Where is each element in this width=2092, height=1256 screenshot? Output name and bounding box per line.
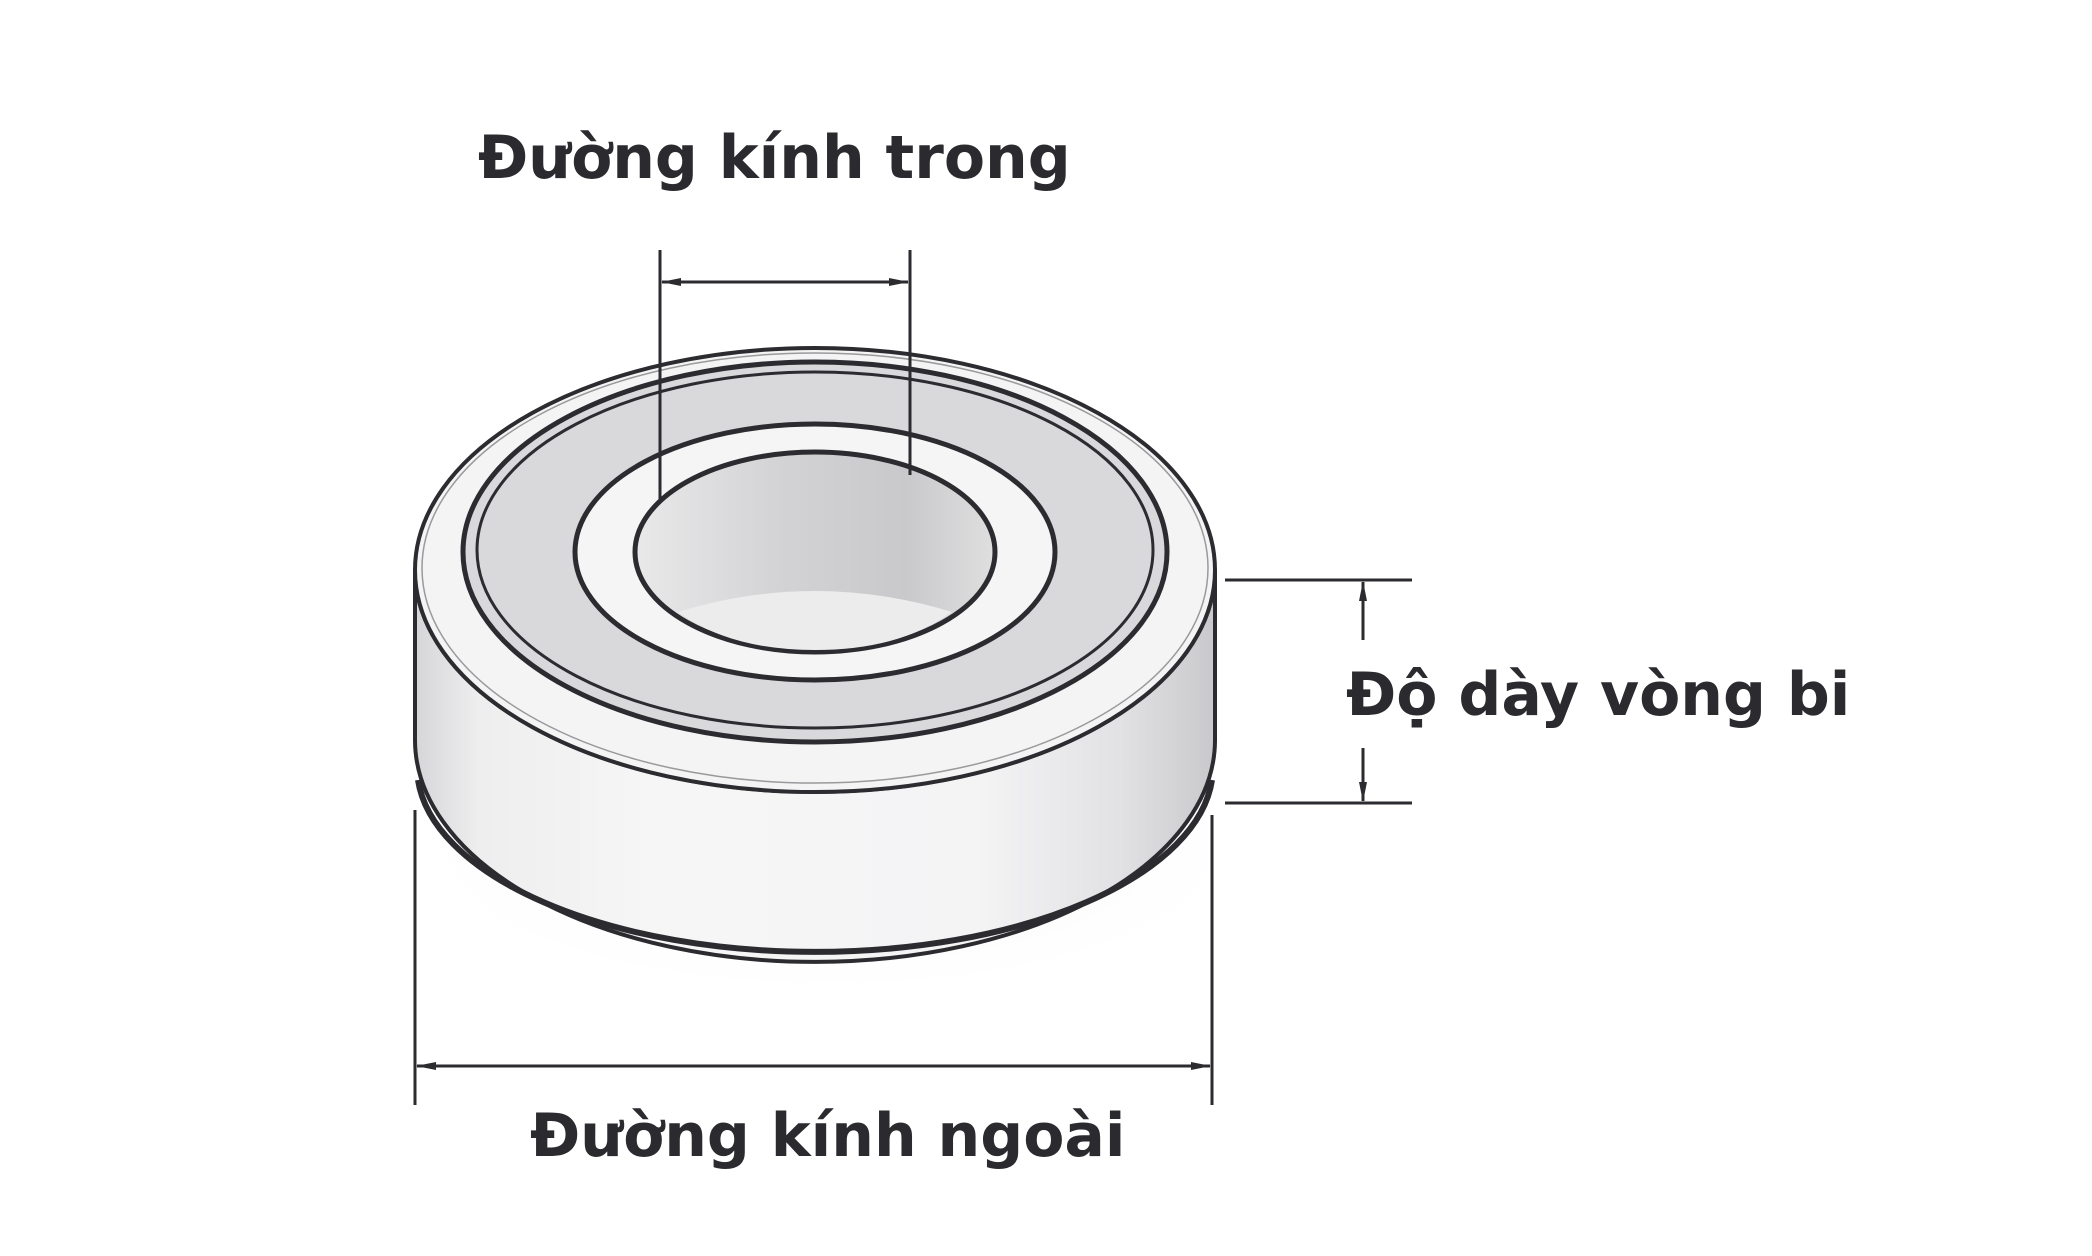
outer-ring-bottom-edge xyxy=(415,779,1215,955)
bore-bottom-highlight xyxy=(678,591,952,650)
outer-diameter-label: Đường kính ngoài xyxy=(530,1101,1126,1171)
top-face-inner-edge xyxy=(421,352,1209,784)
seal-ring-inner-line xyxy=(475,370,1155,730)
inner-diameter-label: Đường kính trong xyxy=(478,123,1071,193)
thickness-label: Độ dày vòng bi xyxy=(1346,660,1851,730)
